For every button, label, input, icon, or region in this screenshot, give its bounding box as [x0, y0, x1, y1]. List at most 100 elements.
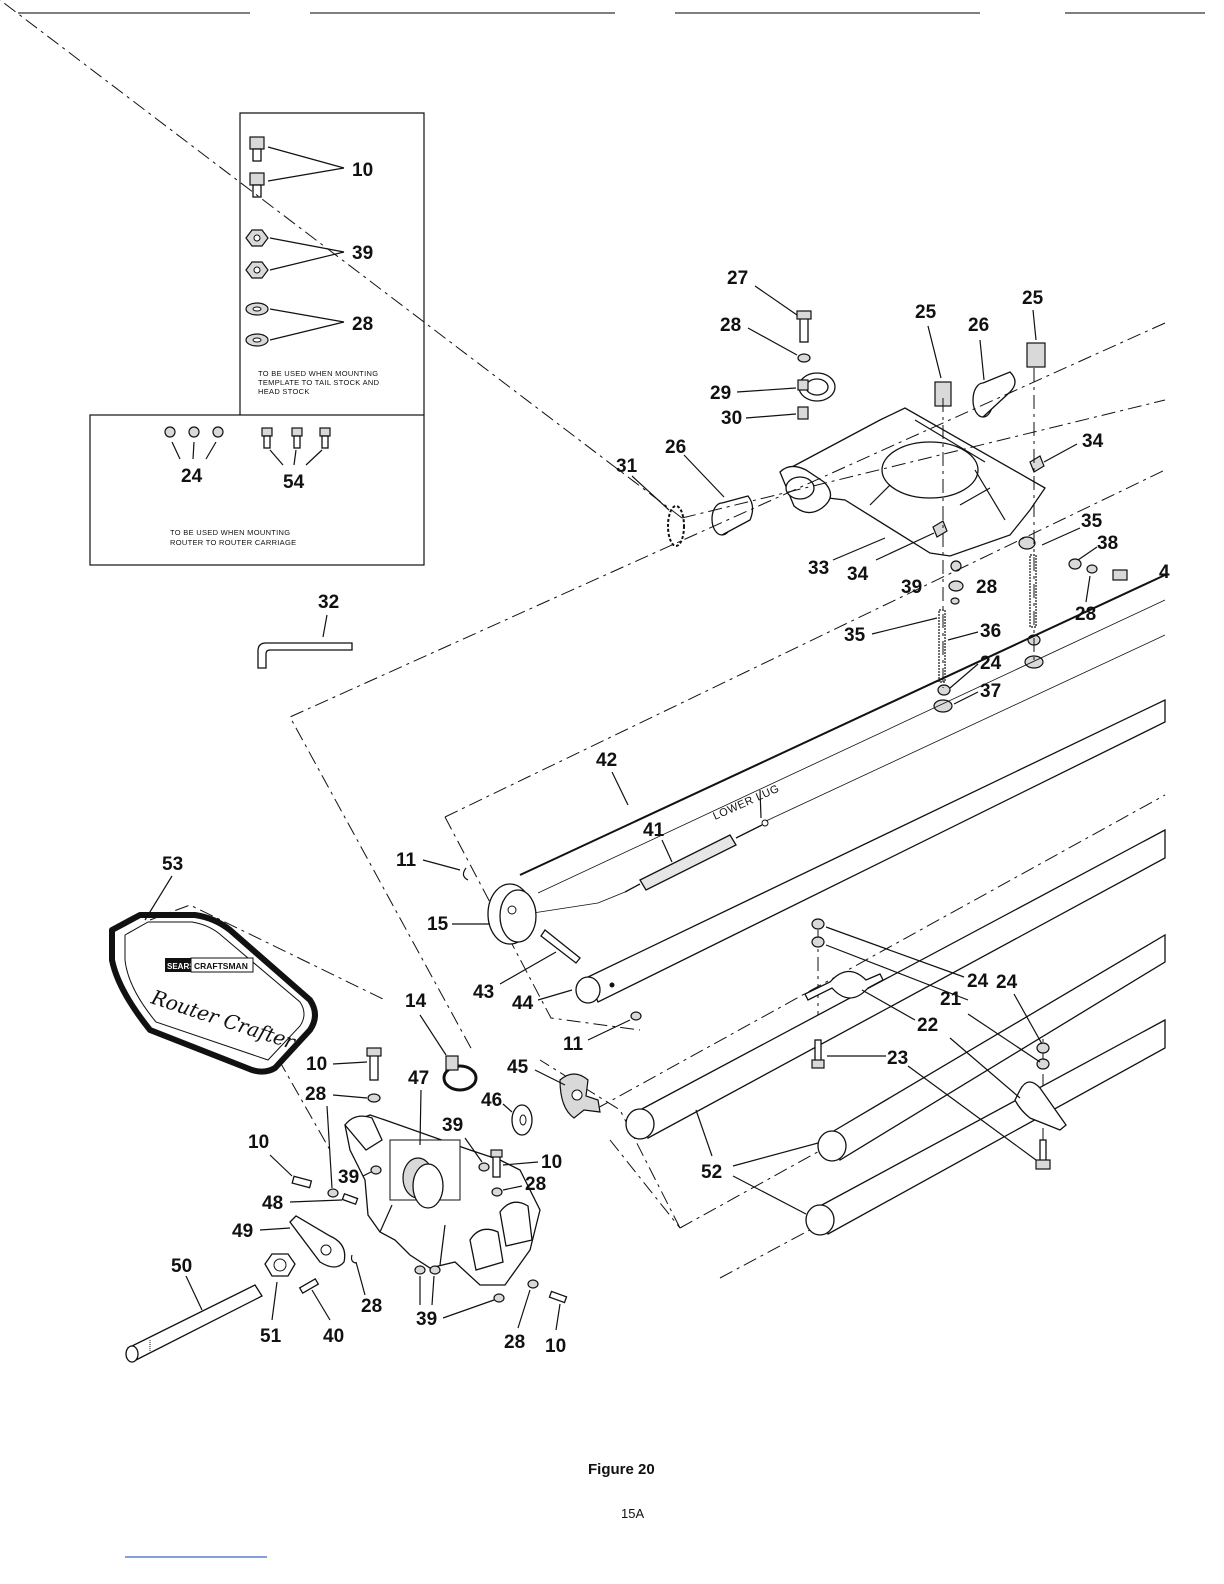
callout-24: 24: [181, 466, 203, 487]
callout-23: 23: [887, 1048, 908, 1069]
rail-tube-52a: [625, 828, 1166, 1140]
nut-icon: [164, 426, 224, 438]
craftsman-logo: CRAFTSMAN: [194, 961, 248, 971]
hex-nut: [264, 1253, 296, 1277]
hex-key-wrench: 32: [257, 592, 353, 669]
callout-28: 28: [504, 1332, 525, 1353]
t-bolt: [811, 1039, 1051, 1170]
callout-29: 29: [710, 383, 731, 404]
hardware-box-template: 10 39 28 TO BE USED WHEN MOUNTING TEMPLA…: [239, 112, 425, 415]
mounting-note-router: TO BE USED WHEN MOUNTING ROUTER TO ROUTE…: [170, 528, 296, 547]
callout-10: 10: [352, 160, 373, 181]
callout-35: 35: [1081, 511, 1103, 532]
callout-10: 10: [545, 1336, 566, 1357]
clamp-assembly: [796, 310, 836, 420]
callout-32: 32: [318, 592, 339, 613]
callout-40: 40: [323, 1326, 344, 1347]
sears-logo: SEARS: [167, 962, 195, 971]
callout-11: 11: [563, 1034, 584, 1055]
callout-47: 47: [408, 1068, 429, 1089]
callout-39: 39: [901, 577, 922, 598]
callout-46: 46: [481, 1090, 502, 1111]
callout-37: 37: [980, 681, 1001, 702]
callout-49: 49: [232, 1221, 253, 1242]
callout-38: 38: [1097, 533, 1118, 554]
callout-39: 39: [442, 1115, 463, 1136]
callout-27: 27: [727, 268, 748, 289]
callout-10: 10: [541, 1152, 562, 1173]
tension-spring: [519, 634, 1166, 916]
callout-33: 33: [808, 558, 829, 579]
callout-39: 39: [352, 243, 373, 264]
callout-41: 41: [643, 820, 665, 841]
callout-36: 36: [980, 621, 1001, 642]
callout-25: 25: [915, 302, 937, 323]
callout-28: 28: [525, 1174, 546, 1195]
rail-tube-52b: [817, 933, 1166, 1162]
lead-screw-shaft: [125, 1284, 263, 1363]
callout-39: 39: [416, 1309, 437, 1330]
rail-tube-44: [575, 698, 1166, 1004]
callout-28: 28: [305, 1084, 326, 1105]
router-carriage: [779, 407, 1046, 557]
router-crafter-logo-plate: SEARS CRAFTSMAN Router Crafter: [109, 912, 318, 1075]
callout-35: 35: [844, 625, 866, 646]
callout-26: 26: [968, 315, 989, 336]
washer-icons: [933, 536, 1128, 713]
callout-51: 51: [260, 1326, 282, 1347]
callout-34: 34: [1082, 431, 1104, 452]
callout-10: 10: [306, 1054, 327, 1075]
figure-caption: Figure 20: [588, 1461, 655, 1478]
callout-28: 28: [720, 315, 741, 336]
callout-22: 22: [917, 1015, 938, 1036]
callout-34: 34: [847, 564, 869, 585]
callout-39: 39: [338, 1167, 359, 1188]
rail-tube-52c: [805, 1018, 1166, 1236]
callout-30: 30: [721, 408, 742, 429]
callout-4: 4: [1159, 562, 1170, 583]
callout-21: 21: [940, 989, 962, 1010]
pivot-pin: [540, 929, 581, 964]
hex-nut-icon: [245, 229, 269, 279]
callout-14: 14: [405, 991, 427, 1012]
retaining-clip: [630, 1011, 642, 1021]
index-bracket: [289, 1215, 346, 1268]
callout-53: 53: [162, 854, 183, 875]
wing-nut: [511, 1073, 601, 1136]
spring-rod: [938, 554, 1037, 683]
callout-11: 11: [396, 850, 417, 871]
callout-26: 26: [665, 437, 686, 458]
screw-icon: [261, 427, 331, 449]
head-stock-casting: [344, 1114, 541, 1286]
callout-45: 45: [507, 1057, 529, 1078]
pulley: [487, 883, 537, 945]
callout-52: 52: [701, 1162, 722, 1183]
callout-54: 54: [283, 472, 305, 493]
pipe-clamp: [804, 970, 1067, 1131]
page-number: 15A: [621, 1506, 644, 1521]
callout-43: 43: [473, 982, 494, 1003]
callout-28: 28: [976, 577, 997, 598]
guide-rail: [519, 574, 1166, 894]
cap-screw-icon: [249, 136, 265, 198]
callout-25: 25: [1022, 288, 1044, 309]
callout-24: 24: [996, 972, 1018, 993]
callout-42: 42: [596, 750, 617, 771]
head-stock-fasteners: [291, 1047, 568, 1304]
lock-washer-icon: [245, 302, 269, 347]
callout-31: 31: [616, 456, 638, 477]
knob-and-bushing: [934, 342, 1046, 418]
set-screw: [298, 1278, 320, 1294]
hardware-box-router: 24 54 TO BE USED WHEN MOUNTING ROUTER TO…: [89, 414, 425, 566]
callout-24: 24: [967, 971, 989, 992]
mounting-note-template: TO BE USED WHEN MOUNTING TEMPLATE TO TAI…: [258, 369, 382, 396]
callout-50: 50: [171, 1256, 192, 1277]
callout-28: 28: [361, 1296, 382, 1317]
callout-48: 48: [262, 1193, 283, 1214]
callout-15: 15: [427, 914, 449, 935]
lower-lug-label: LOWER LUG: [711, 783, 781, 823]
hose-clamp: [442, 1055, 478, 1092]
callout-44: 44: [512, 993, 534, 1014]
